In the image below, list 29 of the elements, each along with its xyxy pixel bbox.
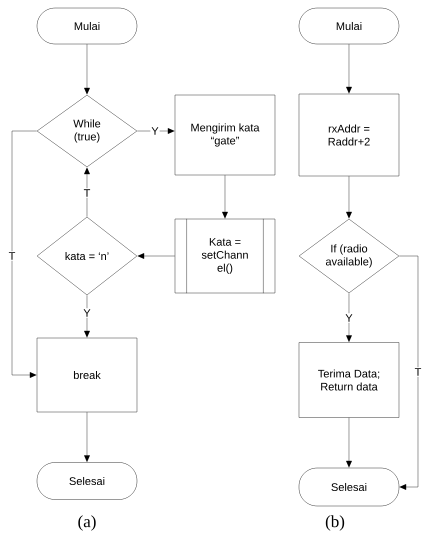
arrow <box>137 128 174 134</box>
end-terminal: Selesai <box>298 468 400 506</box>
edge-label: Y <box>150 126 160 136</box>
start-terminal: Mulai <box>298 8 400 44</box>
arrow <box>84 412 90 462</box>
edge-label: Y <box>344 313 354 323</box>
arrow <box>346 293 352 342</box>
arrow <box>346 418 352 468</box>
subroutine-box: Kata = setChann el() <box>174 218 276 294</box>
arrow <box>84 168 90 217</box>
edge-label: T <box>82 188 92 198</box>
arrow <box>222 175 228 218</box>
edge-label: T <box>414 367 422 377</box>
arrow <box>138 253 175 259</box>
process-box: Mengirim kata “gate” <box>174 94 276 176</box>
edge-label: Y <box>82 308 92 318</box>
arrow <box>346 176 352 218</box>
arrow <box>84 295 90 338</box>
arrow <box>12 130 37 378</box>
process-box: rxAddr = Raddr+2 <box>298 94 400 176</box>
process-box: break <box>36 338 138 412</box>
figure-label: (a) <box>78 515 96 531</box>
arrow <box>346 44 352 94</box>
start-terminal: Mulai <box>36 8 138 44</box>
arrow <box>399 256 418 490</box>
process-box: Terima Data; Return data <box>298 342 400 418</box>
end-terminal: Selesai <box>36 462 138 500</box>
edge-label: T <box>8 251 16 261</box>
arrow <box>84 44 90 94</box>
